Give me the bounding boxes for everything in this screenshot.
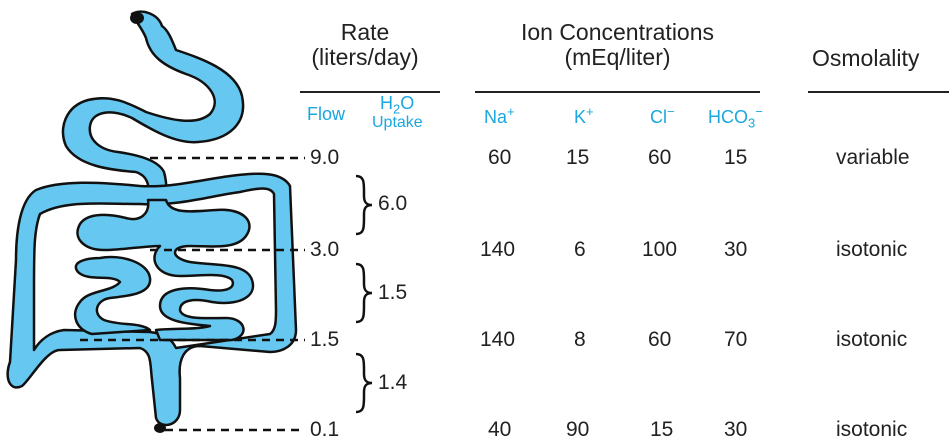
cl-value-3: 60: [648, 328, 672, 351]
na-value-2: 140: [480, 238, 516, 261]
uptake-brace-3: [355, 352, 373, 414]
flow-value-3: 1.5: [310, 328, 340, 351]
stomach-shape: [61, 10, 245, 202]
ion-title-line2: (mEq/liter): [564, 44, 671, 70]
flow-value-2: 3.0: [310, 238, 340, 261]
hco3-value-4: 30: [724, 418, 748, 441]
k-value-2: 6: [574, 238, 586, 261]
k-subheader: K+: [574, 104, 594, 127]
small-intestine-shape: [73, 198, 255, 342]
osmolality-value-4: isotonic: [836, 418, 908, 441]
uptake-brace-1: [355, 174, 373, 236]
cl-value-2: 100: [642, 238, 678, 261]
anus-marker: [154, 423, 166, 433]
ion-title-line1: Ion Concentrations: [520, 19, 715, 45]
osmolality-title: Osmolality: [812, 45, 920, 71]
uptake-value-1: 6.0: [378, 192, 408, 215]
ion-header-rule: [475, 91, 760, 93]
na-value-1: 60: [488, 146, 512, 169]
rate-title: Rate (liters/day): [300, 20, 430, 70]
na-value-3: 140: [480, 328, 516, 351]
uptake-subheader: Uptake: [372, 114, 423, 131]
na-subheader: Na+: [484, 104, 515, 127]
colon-shape: [6, 172, 298, 427]
k-value-1: 15: [566, 146, 590, 169]
hco3-value-1: 15: [724, 146, 748, 169]
cl-value-4: 15: [650, 418, 674, 441]
osmolality-value-1: variable: [836, 146, 910, 169]
osmolality-value-2: isotonic: [836, 238, 908, 261]
cl-value-1: 60: [648, 146, 672, 169]
uptake-value-2: 1.5: [378, 281, 408, 304]
h2o-subheader: H2O: [380, 93, 415, 117]
ion-title: Ion Concentrations (mEq/liter): [480, 20, 755, 70]
esophagus-marker: [130, 12, 144, 24]
flow-value-1: 9.0: [310, 146, 340, 169]
osmolality-value-3: isotonic: [836, 328, 908, 351]
na-value-4: 40: [488, 418, 512, 441]
rate-title-line1: Rate: [340, 19, 390, 45]
osmolality-header-rule: [808, 91, 949, 93]
rate-header-rule: [300, 91, 440, 93]
flow-value-4: 0.1: [310, 418, 340, 441]
uptake-brace-2: [355, 262, 373, 324]
flow-subheader: Flow: [307, 104, 346, 124]
rate-title-line2: (liters/day): [311, 44, 419, 70]
hco3-value-3: 70: [724, 328, 748, 351]
k-value-4: 90: [566, 418, 590, 441]
cl-subheader: Cl−: [650, 104, 675, 127]
k-value-3: 8: [574, 328, 586, 351]
uptake-value-3: 1.4: [378, 371, 408, 394]
hco3-subheader: HCO3−: [708, 104, 763, 131]
hco3-value-2: 30: [724, 238, 748, 261]
